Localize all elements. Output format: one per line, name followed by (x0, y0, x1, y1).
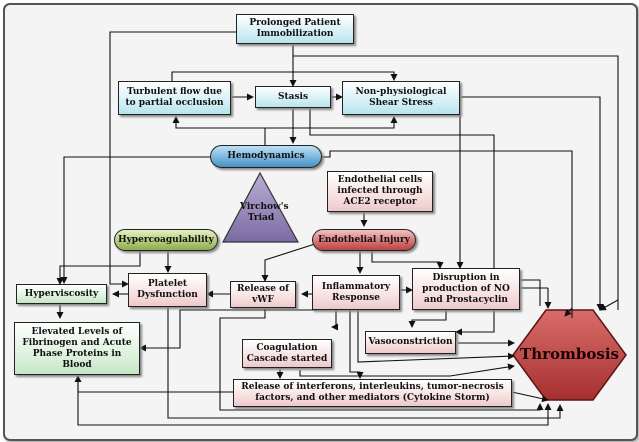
node-no-prostacyclin-disruption: Disruption in production of NO and Prost… (412, 268, 520, 310)
node-thrombosis: Thrombosis (520, 345, 619, 363)
node-ace2-infection: Endothelial cells infected through ACE2 … (327, 171, 433, 212)
edge-injury-vwf (261, 242, 319, 282)
node-platelet-dysfunction: Platelet Dysfunction (128, 273, 207, 307)
edge-inflam-cytokine (349, 310, 364, 379)
node-shear-stress: Non-physiological Shear Stress (342, 81, 460, 115)
edge-platelet-bottom (167, 306, 564, 419)
edge-stasis-vaso (309, 108, 495, 336)
node-prolonged-immobilization: Prolonged Patient Immobilization (236, 14, 354, 44)
edge-cytokine-thrombosis (511, 391, 549, 403)
node-vasoconstriction: Vasoconstriction (365, 331, 456, 354)
edge-injury-no (371, 250, 444, 269)
node-hemodynamics: Hemodynamics (210, 145, 322, 168)
node-hyperviscosity: Hyperviscosity (16, 284, 107, 304)
edge-hemo-hyperviscosity (60, 156, 210, 284)
node-hypercoagulability: Hypercoagulability (114, 229, 218, 251)
node-virchows-triad: Virchow's Triad (240, 202, 289, 223)
edge-inflam-coag (331, 310, 338, 331)
edge-vwf-coag (219, 307, 544, 411)
node-inflammatory-response: Inflammatory Response (312, 275, 400, 310)
edge-prolonged-thrombosis-tip (599, 299, 619, 311)
edge-turbulent-shear-top (171, 71, 398, 81)
edge-hemo-shear (265, 116, 398, 129)
edge-shear-thrombosis (460, 96, 604, 311)
edge-hypercoag-hyperv (56, 251, 141, 285)
edge-right-loop (520, 279, 541, 306)
node-fibrinogen-levels: Elevated Levels of Fibrinogen and Acute … (14, 322, 140, 375)
node-release-vwf: Release of vWF (230, 281, 296, 308)
node-stasis: Stasis (255, 86, 331, 108)
edge-hemo-turbulent (172, 116, 266, 147)
edge-no-vaso (408, 310, 447, 328)
edge-hemo-right (322, 150, 573, 318)
edge-prolonged-platelet (109, 31, 236, 288)
edge-inflam-fibrinogen (139, 309, 318, 352)
edge-inflam-thrombosis (357, 310, 515, 363)
edge-fibrinogen-bottom (77, 375, 552, 426)
virchow-triangle (221, 171, 300, 243)
edge-hemo-right-tip (564, 307, 573, 317)
node-endothelial-injury: Endothelial Injury (312, 229, 416, 251)
node-cytokine-storm: Release of interferons, interleukins, tu… (233, 379, 512, 407)
edge-cytokine-fibrinogen (74, 375, 233, 393)
node-turbulent-flow: Turbulent flow due to partial occlusion (118, 81, 231, 115)
node-coagulation-cascade: Coagulation Cascade started (242, 339, 332, 368)
edge-prolonged-thrombosis (293, 55, 619, 310)
edge-coag-thrombosis (299, 363, 515, 377)
